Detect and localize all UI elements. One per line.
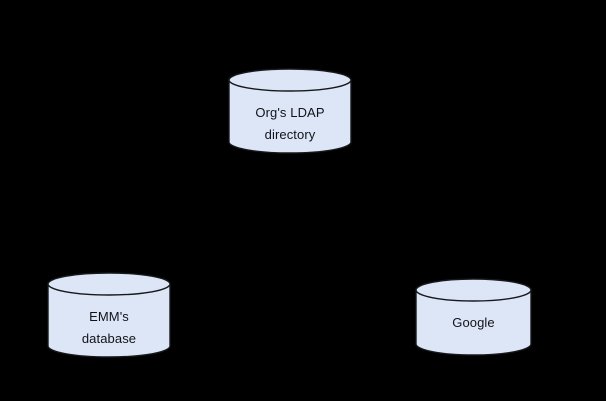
database-cylinder-icon bbox=[228, 68, 352, 154]
node-google[interactable]: Google bbox=[415, 278, 532, 356]
database-cylinder-icon bbox=[415, 278, 532, 356]
database-cylinder-icon bbox=[47, 272, 171, 358]
node-org-ldap-directory[interactable]: Org's LDAP directory bbox=[228, 68, 352, 154]
node-emm-database[interactable]: EMM's database bbox=[47, 272, 171, 358]
